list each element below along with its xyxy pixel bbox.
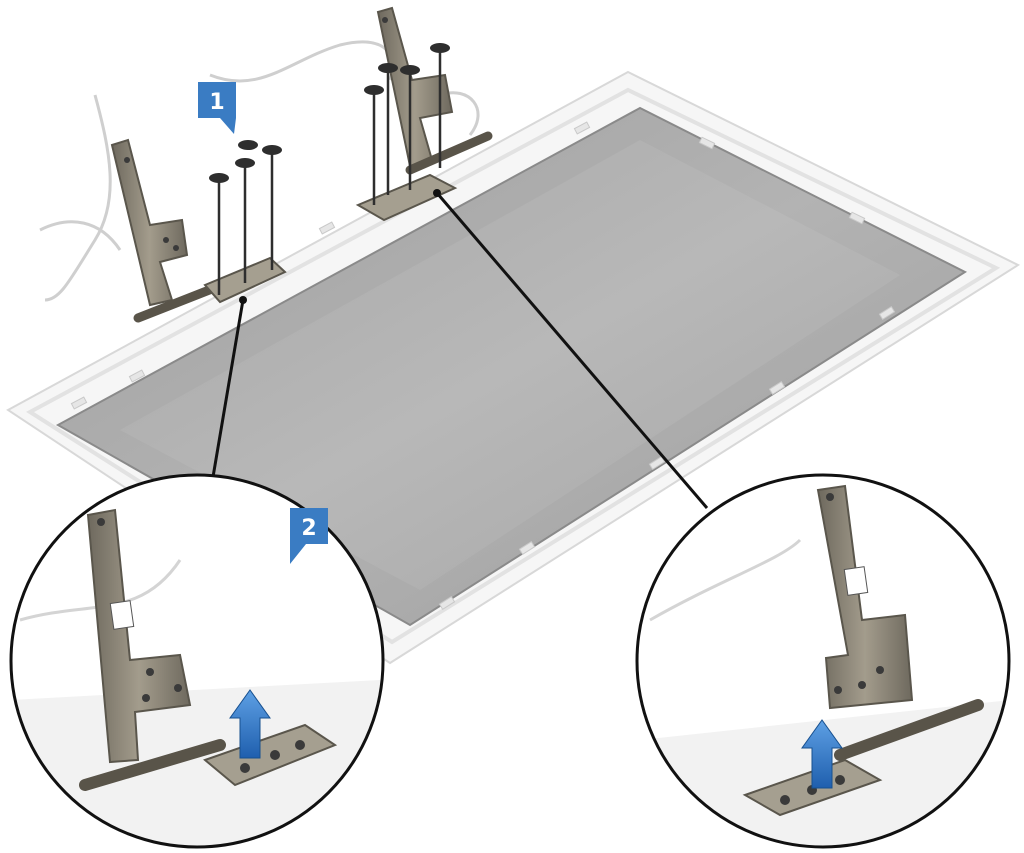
detail-view-right <box>635 473 1011 849</box>
step-callout-2-label: 2 <box>301 516 316 541</box>
left-hinge <box>110 138 287 323</box>
left-hinge-bracket <box>110 138 189 307</box>
step-callout-1: 1 <box>198 82 236 134</box>
step-marker-icon <box>290 508 328 564</box>
step-callout-1-label: 1 <box>209 90 224 115</box>
detail-left-lift-arrow <box>229 689 271 759</box>
detail-left-hinge-bracket <box>86 508 192 764</box>
step-callout-2: 2 <box>290 508 328 564</box>
right-hinge-screws <box>364 43 450 205</box>
detail-left-hinge-shaft <box>79 739 226 791</box>
lcd-panel-sheen <box>120 140 900 590</box>
left-hinge-shaft <box>133 280 227 323</box>
right-hinge-plate <box>355 173 458 222</box>
left-hinge-screws <box>209 140 282 295</box>
detail-view-left <box>9 473 385 849</box>
detail-right-lift-arrow <box>801 719 843 789</box>
detail-right-hinge-shaft <box>834 699 984 761</box>
right-hinge-shaft <box>405 131 493 175</box>
step-marker-icon <box>198 82 236 134</box>
bezel-clips <box>70 121 896 610</box>
leader-line-right <box>435 192 709 509</box>
leader-line-left <box>211 299 245 478</box>
detail-right-hinge-bracket <box>816 484 914 710</box>
right-hinge <box>355 6 493 222</box>
